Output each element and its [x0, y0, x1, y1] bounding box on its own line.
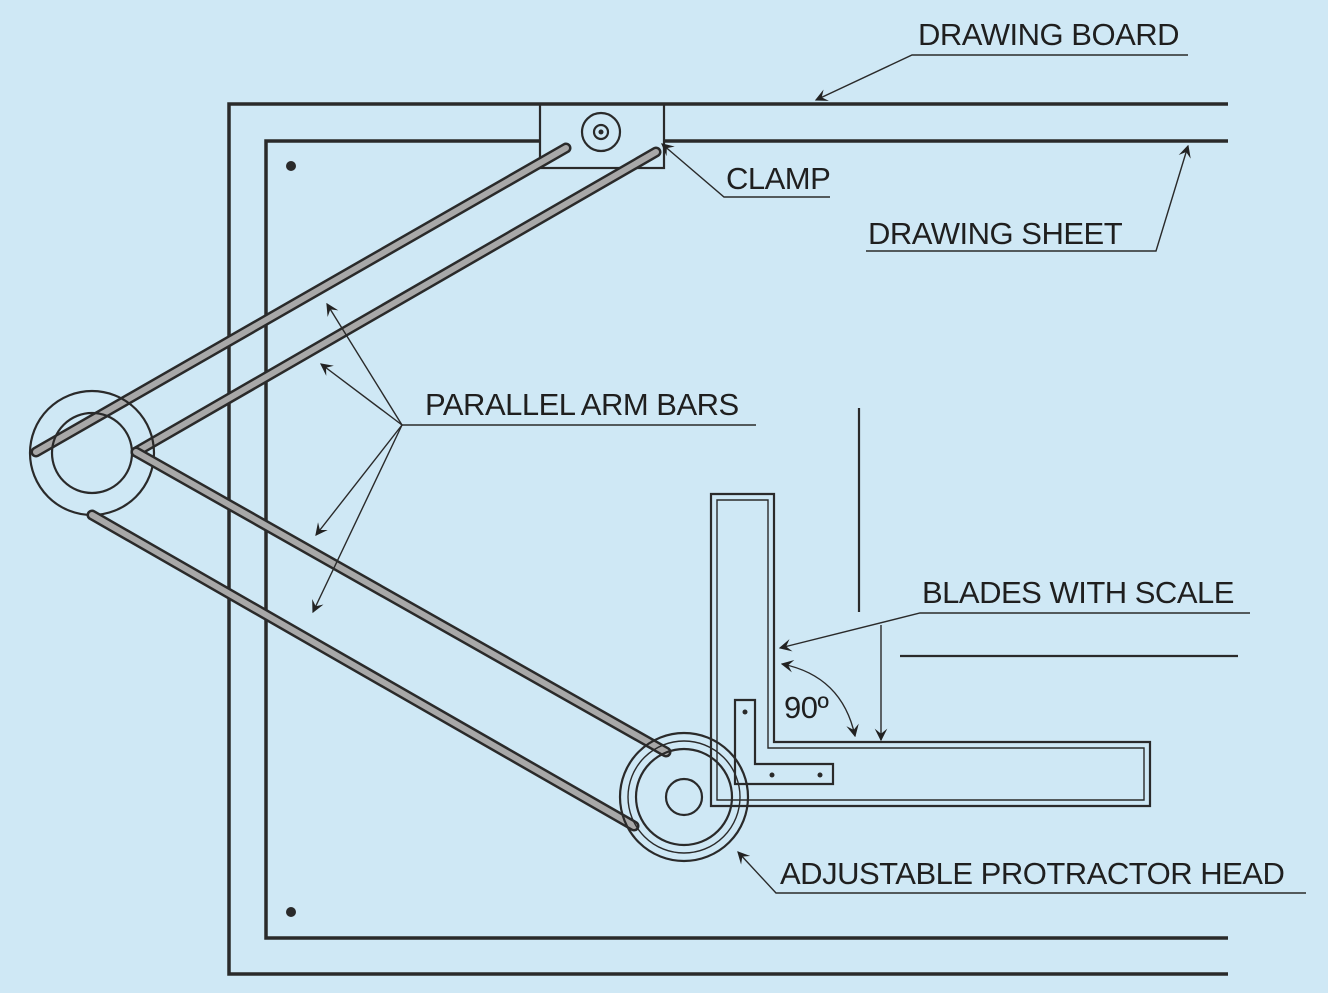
label-drawing-board: DRAWING BOARD [918, 17, 1179, 52]
lower-arm-bars [86, 446, 672, 832]
label-protractor-head: ADJUSTABLE PROTRACTOR HEAD [780, 856, 1284, 891]
protractor-head [618, 731, 750, 863]
label-blades-with-scale: BLADES WITH SCALE [922, 575, 1234, 610]
label-parallel-arm-bars: PARALLEL ARM BARS [425, 387, 739, 422]
pin-bottom [286, 907, 296, 917]
labels: DRAWING BOARD CLAMP DRAWING SHEET PARALL… [425, 17, 1285, 891]
label-angle: 90º [784, 690, 828, 725]
upper-arm-bars [30, 142, 662, 458]
blades-with-scale [709, 492, 1152, 808]
label-clamp: CLAMP [726, 161, 830, 196]
label-drawing-sheet: DRAWING SHEET [868, 216, 1123, 251]
leader-lines [312, 54, 1306, 894]
drawing-sheet [264, 139, 1228, 940]
pin-top [286, 161, 296, 171]
reference-lines [857, 408, 1238, 658]
clamp [538, 102, 666, 170]
drawing-board [227, 102, 1228, 976]
